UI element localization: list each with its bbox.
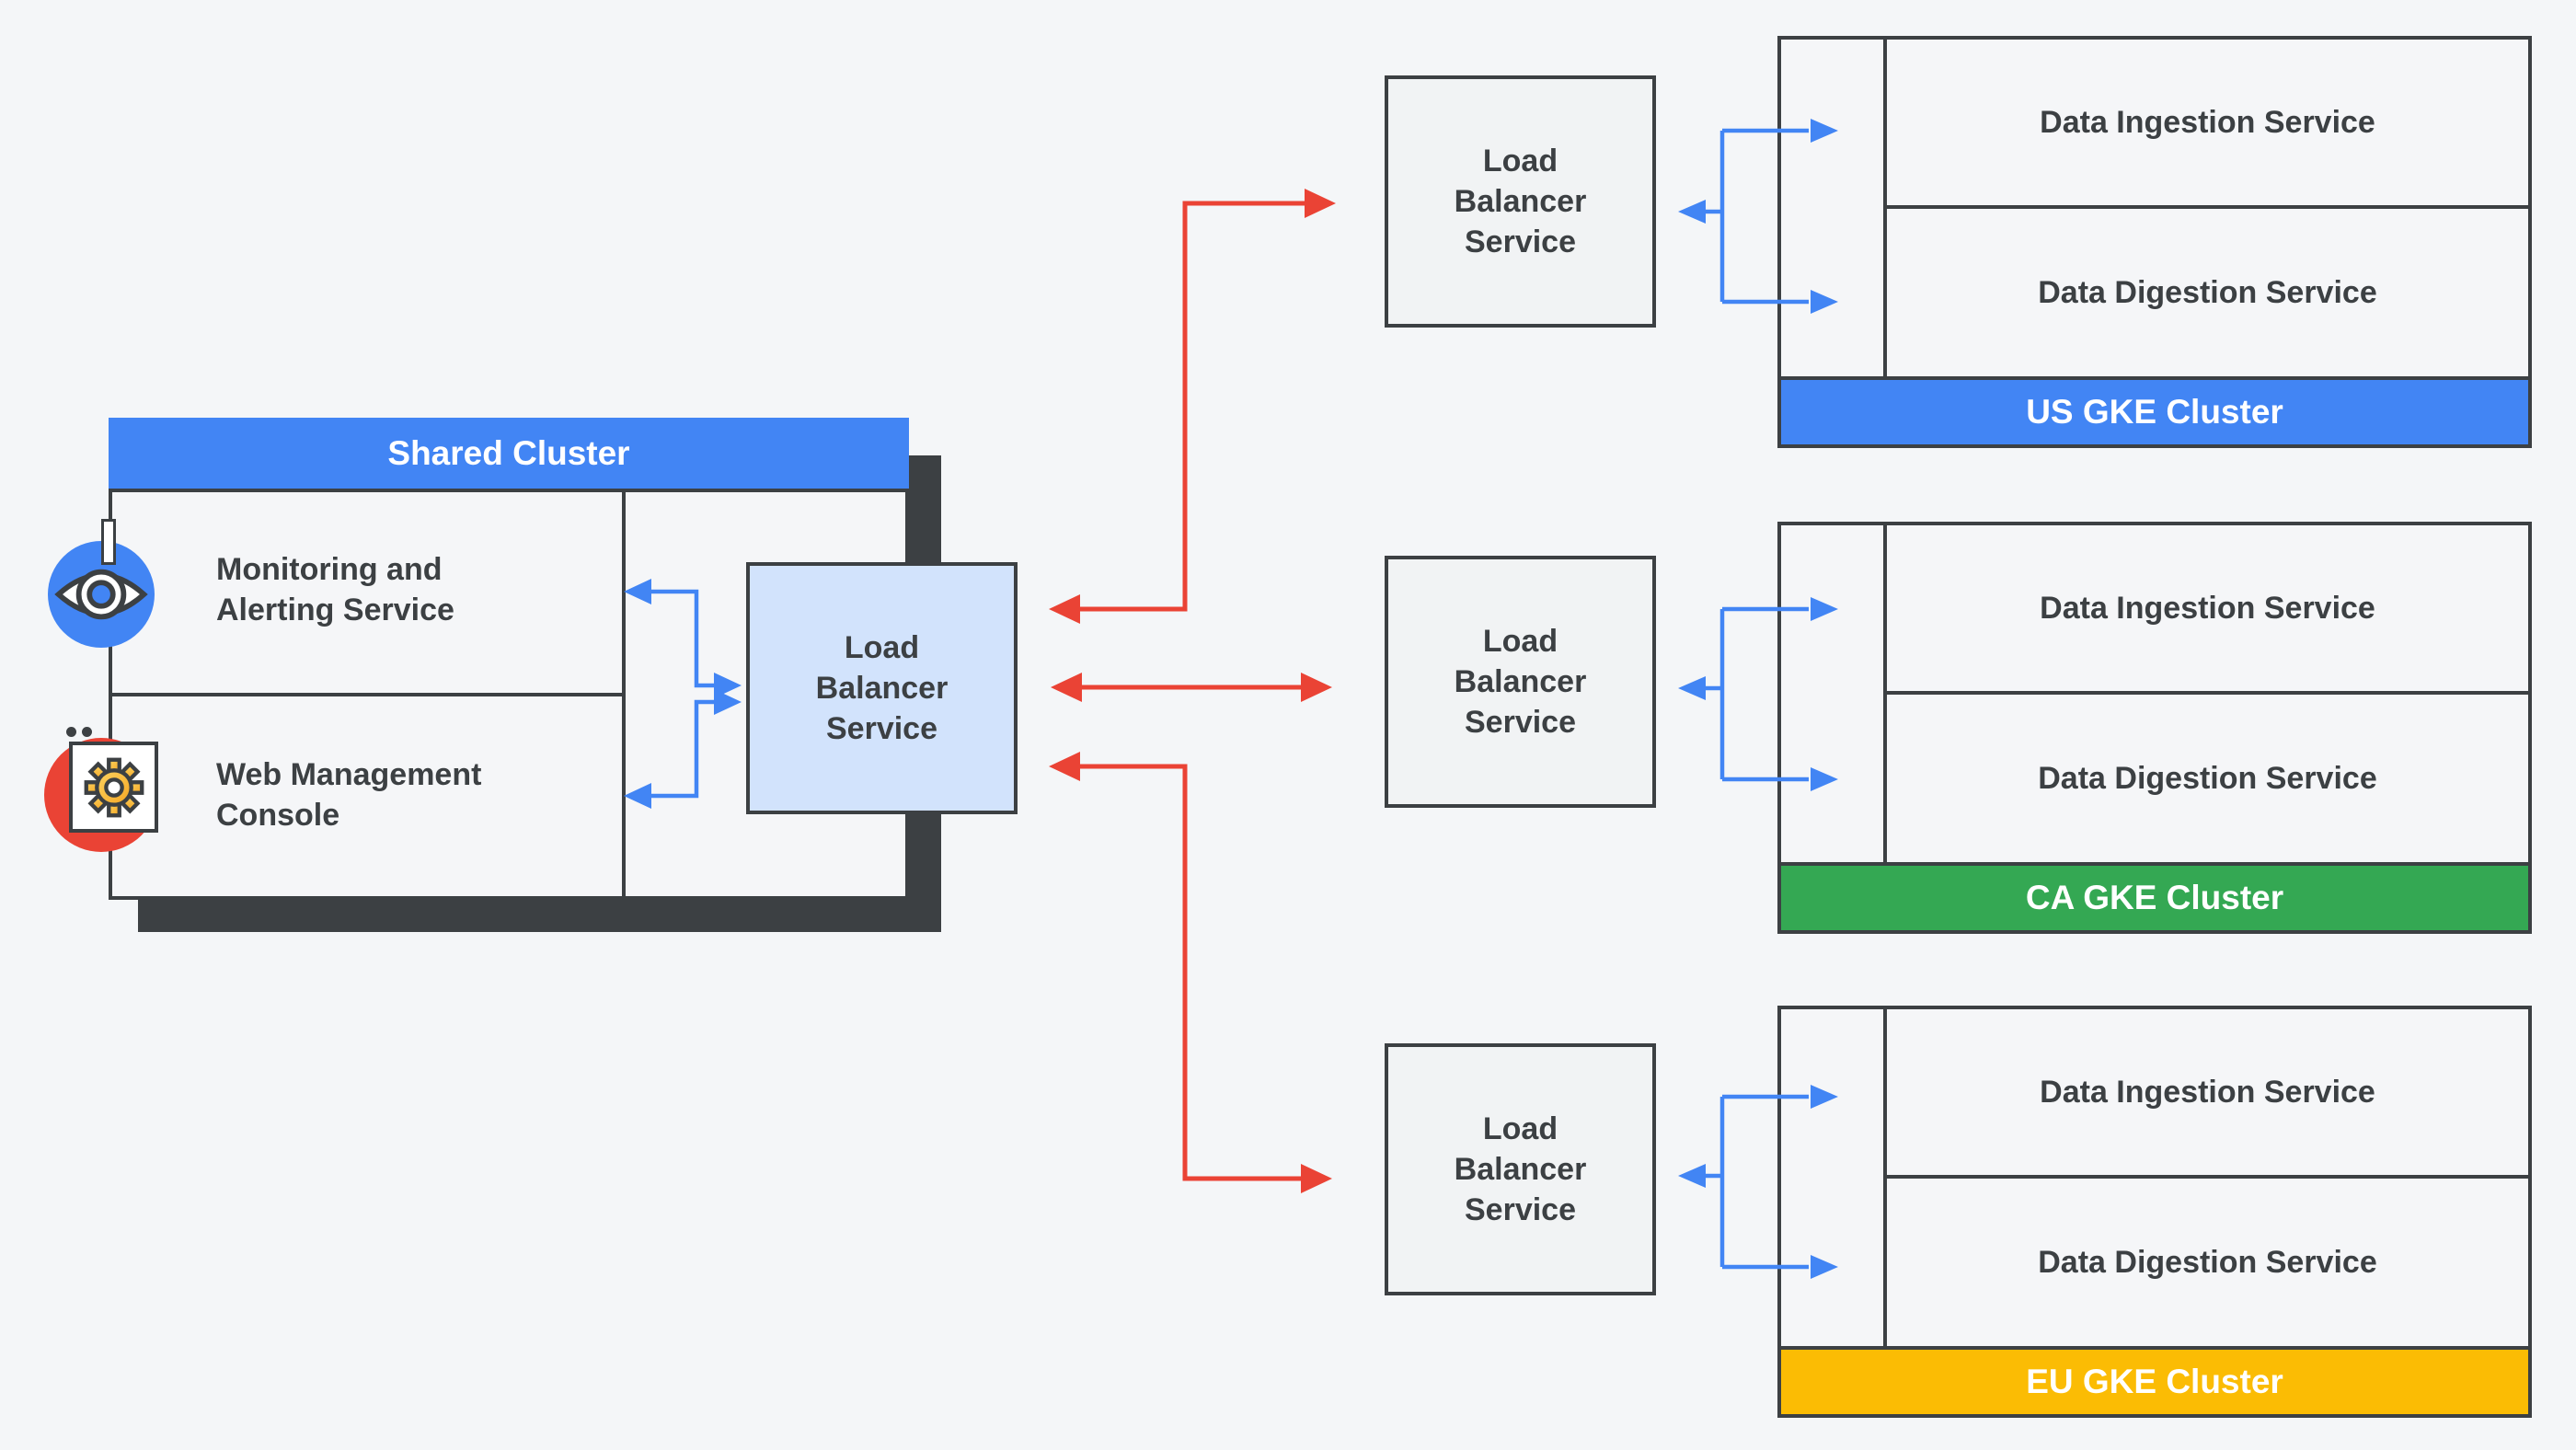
service-label: Data Ingestion Service	[2040, 105, 2375, 140]
shared-load-balancer-label: Load Balancer Service	[815, 630, 949, 746]
load-balancer-box-us: Load Balancer Service	[1385, 75, 1656, 328]
shared-cluster-title: Shared Cluster	[387, 433, 630, 472]
gear-icon	[69, 742, 158, 833]
service-label: Data Digestion Service	[2038, 1245, 2377, 1280]
load-balancer-box-eu: Load Balancer Service	[1385, 1043, 1656, 1295]
service-label: Data Digestion Service	[2038, 275, 2377, 310]
us-cluster-ingestion-box: Data Ingestion Service	[1883, 36, 2532, 209]
cluster-name: CA GKE Cluster	[2025, 879, 2284, 916]
shared-lb-to-us-lb-arrow	[1049, 189, 1336, 624]
shared-load-balancer-box: Load Balancer Service	[746, 562, 1018, 814]
load-balancer-box-ca: Load Balancer Service	[1385, 556, 1656, 808]
eu-cluster-digestion-box: Data Digestion Service	[1883, 1175, 2532, 1350]
ca-cluster-left-column	[1777, 522, 1887, 866]
gear-icon-glyph	[84, 757, 144, 817]
load-balancer-label: Load Balancer Service	[1454, 144, 1587, 259]
steam-dot-icon	[66, 727, 76, 737]
shared-cluster-vertical-divider	[622, 489, 626, 900]
shared-lb-to-ca-lb-arrow	[1051, 673, 1332, 702]
cluster-name: US GKE Cluster	[2026, 393, 2283, 431]
service-label: Data Ingestion Service	[2040, 591, 2375, 626]
us-cluster-digestion-box: Data Digestion Service	[1883, 205, 2532, 380]
eu-cluster-ingestion-box: Data Ingestion Service	[1883, 1006, 2532, 1179]
service-label: Data Digestion Service	[2038, 761, 2377, 796]
ca-cluster-band: CA GKE Cluster	[1777, 862, 2532, 934]
service-label: Data Ingestion Service	[2040, 1075, 2375, 1110]
cluster-name: EU GKE Cluster	[2026, 1363, 2283, 1400]
eye-icon-glyph	[54, 569, 148, 620]
ca-cluster-ingestion-box: Data Ingestion Service	[1883, 522, 2532, 695]
eu-cluster-left-column	[1777, 1006, 1887, 1350]
monitoring-service-label: Monitoring and Alerting Service	[216, 552, 454, 627]
load-balancer-label: Load Balancer Service	[1454, 1111, 1587, 1227]
web-console-label: Web Management Console	[216, 757, 482, 833]
monitor-pin-icon	[101, 519, 116, 565]
load-balancer-label: Load Balancer Service	[1454, 624, 1587, 740]
ca-cluster-digestion-box: Data Digestion Service	[1883, 691, 2532, 866]
us-cluster-band: US GKE Cluster	[1777, 376, 2532, 448]
shared-cluster-row-divider	[109, 693, 624, 696]
shared-cluster-header: Shared Cluster	[109, 418, 909, 489]
us-cluster-left-column	[1777, 36, 1887, 380]
steam-dot-icon	[82, 727, 92, 737]
eu-cluster-band: EU GKE Cluster	[1777, 1346, 2532, 1418]
shared-lb-to-eu-lb-arrow	[1049, 752, 1332, 1193]
